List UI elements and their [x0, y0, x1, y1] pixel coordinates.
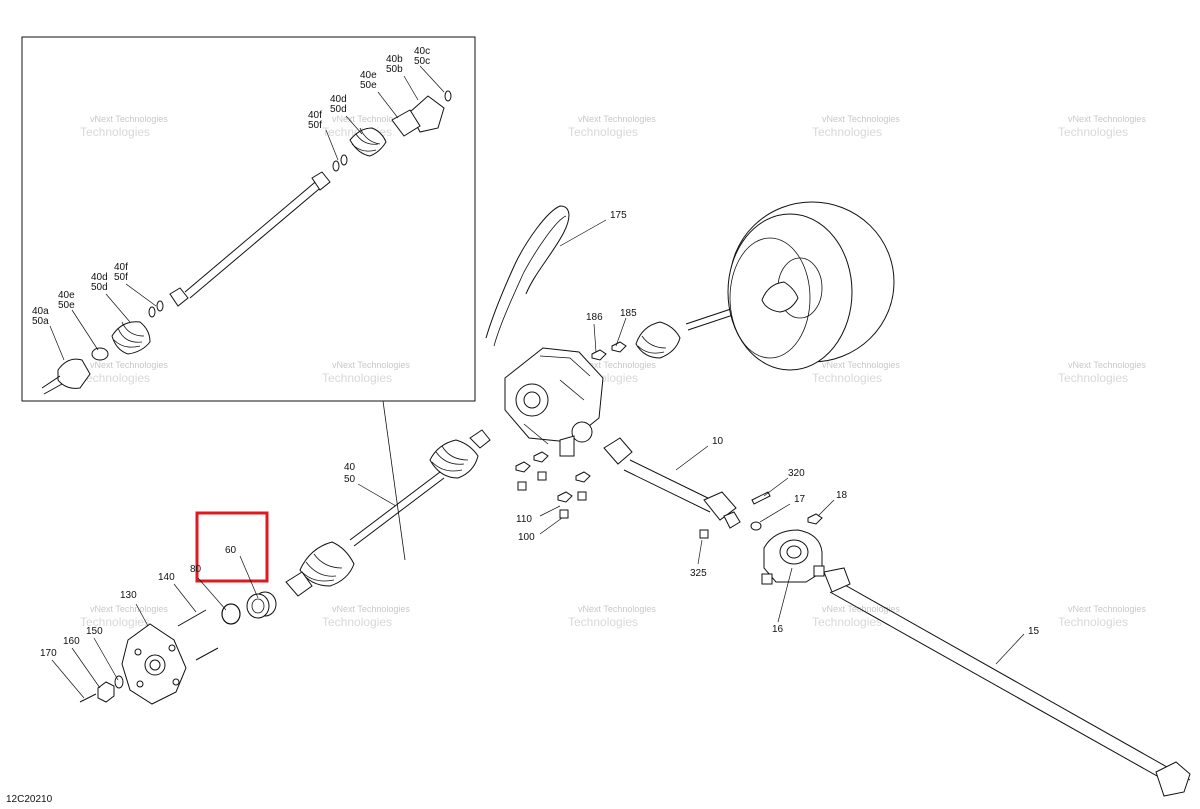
watermark-text: Technologies	[1058, 615, 1128, 629]
callout-80: 80	[190, 564, 202, 575]
prop-shaft-10	[603, 437, 741, 529]
watermark-text: vNext Technologies	[90, 604, 168, 614]
watermark-text: vNext Technologies	[822, 360, 900, 370]
callout-50f: 50f	[308, 120, 322, 131]
watermark-text: Technologies	[568, 615, 638, 629]
bearing-bracket-16	[761, 529, 825, 585]
callout-50a: 50a	[32, 316, 49, 327]
inset-drive-shaft	[41, 90, 452, 395]
callout-40a: 40a	[32, 306, 49, 317]
callout-50f: 50f	[114, 272, 128, 283]
callout-185: 185	[620, 308, 637, 319]
callout-10: 10	[712, 436, 724, 447]
diagram-code: 12C20210	[6, 794, 53, 805]
inset-leader-lines	[49, 65, 445, 361]
watermark-text: vNext Technologies	[90, 114, 168, 124]
watermark-text: vNext Technologies	[332, 604, 410, 614]
callout-50: 50	[344, 474, 356, 485]
callout-40b: 40b	[386, 54, 403, 65]
callout-60: 60	[225, 545, 237, 556]
callout-40c: 40c	[414, 46, 430, 57]
watermark-text: vNext Technologies	[578, 604, 656, 614]
watermark-text: Technologies	[812, 371, 882, 385]
watermark-text: vNext Technologies	[1068, 604, 1146, 614]
callout-130: 130	[120, 590, 137, 601]
callout-100: 100	[518, 532, 535, 543]
watermark-text: vNext Technologies	[578, 360, 656, 370]
callout-325: 325	[690, 568, 707, 579]
wheel-hub-assembly	[79, 609, 219, 705]
callout-17: 17	[794, 494, 806, 505]
watermark-text: vNext Technologies	[1068, 360, 1146, 370]
main-callouts: 175 186 185 10 320 17 18 40 50 110 100 3…	[40, 210, 1040, 659]
watermark-text: Technologies	[322, 615, 392, 629]
callout-140: 140	[158, 572, 175, 583]
drive-shaft-assembly	[285, 429, 491, 597]
watermark-text: vNext Technologies	[90, 360, 168, 370]
watermark-text: Technologies	[80, 615, 150, 629]
callout-50c: 50c	[414, 56, 430, 67]
watermark-text: Technologies	[1058, 371, 1128, 385]
callout-50d: 50d	[91, 282, 108, 293]
callout-40d: 40d	[330, 94, 347, 105]
callout-50b: 50b	[386, 64, 403, 75]
watermark-text: Technologies	[812, 125, 882, 139]
callout-50e: 50e	[360, 80, 377, 91]
callout-170: 170	[40, 648, 57, 659]
watermark-text: Technologies	[1058, 125, 1128, 139]
callout-40d: 40d	[91, 272, 108, 283]
inset-pointer-line	[382, 400, 406, 561]
callout-18: 18	[836, 490, 848, 501]
gearbox	[485, 205, 604, 457]
long-shaft-15	[823, 567, 1191, 797]
watermark-text: vNext Technologies	[1068, 114, 1146, 124]
callout-15: 15	[1028, 626, 1040, 637]
watermark-text: Technologies	[80, 125, 150, 139]
watermark-text: Technologies	[80, 371, 150, 385]
watermark-text: vNext Technologies	[578, 114, 656, 124]
small-fasteners	[699, 491, 823, 539]
callout-150: 150	[86, 626, 103, 637]
callout-320: 320	[788, 468, 805, 479]
callout-40e: 40e	[360, 70, 377, 81]
inset-callouts: 40c 50c 40b 50b 40e 50e 40d 50d 40f 50f …	[32, 46, 430, 327]
callout-40e: 40e	[58, 290, 75, 301]
callout-160: 160	[63, 636, 80, 647]
watermark-text: Technologies	[812, 615, 882, 629]
bearing-and-ring	[221, 591, 277, 625]
watermark-text: vNext Technologies	[332, 114, 410, 124]
right-shaft-and-rim	[635, 201, 895, 371]
watermark-text: Technologies	[322, 371, 392, 385]
callout-40: 40	[344, 462, 356, 473]
watermarks: vNext Technologies vNext Technologies vN…	[80, 114, 1146, 629]
callout-16: 16	[772, 624, 784, 635]
callout-186: 186	[586, 312, 603, 323]
callout-50d: 50d	[330, 104, 347, 115]
callout-40f: 40f	[308, 110, 322, 121]
callout-50e: 50e	[58, 300, 75, 311]
callout-40f: 40f	[114, 262, 128, 273]
main-leader-lines	[51, 219, 1025, 699]
callout-110: 110	[516, 514, 532, 525]
watermark-text: vNext Technologies	[822, 114, 900, 124]
gearbox-fasteners	[515, 341, 627, 519]
highlight-box-part-60	[195, 511, 269, 583]
inset-detail-box	[21, 36, 476, 402]
watermark-text: Technologies	[568, 125, 638, 139]
watermark-text: vNext Technologies	[332, 360, 410, 370]
callout-175: 175	[610, 210, 627, 221]
